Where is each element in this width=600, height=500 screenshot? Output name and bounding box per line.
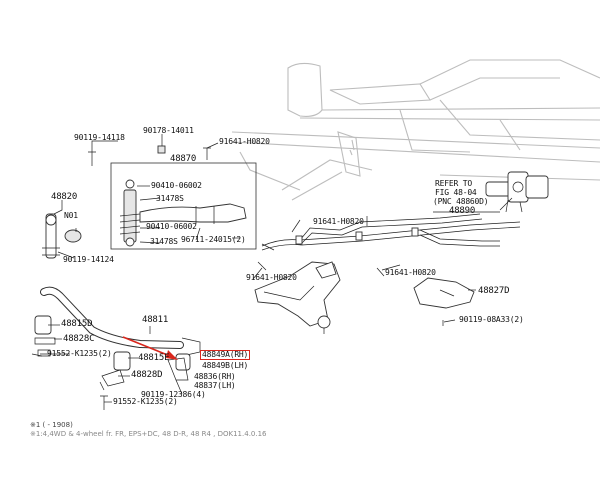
part-label-91641-h0820-c[interactable]: 91641-H0820 — [246, 273, 297, 282]
part-label-48837[interactable]: 48837(LH) — [194, 381, 236, 390]
bolt-icons — [31, 145, 444, 410]
part-label-48815d[interactable]: 48815D — [61, 319, 93, 329]
bushings-center-art — [99, 351, 191, 391]
part-label-48827d[interactable]: 48827D — [478, 286, 510, 296]
highlight-arrow — [122, 336, 178, 360]
footnote-2: ※1:4,4WD & 4-wheel fr. FR, EPS+DC, 48 D-… — [30, 430, 267, 438]
part-label-48828d[interactable]: 48828D — [131, 370, 163, 380]
part-label-48828c[interactable]: 48828C — [63, 334, 95, 344]
part-label-48870[interactable]: 48870 — [170, 154, 197, 164]
part-label-90119-12386[interactable]: 90119-12386(4) — [141, 390, 206, 399]
part-label-90410-06002-b[interactable]: 90410-06002 — [146, 222, 197, 231]
part-label-48815e[interactable]: 48815E — [138, 353, 170, 363]
pipe-lines-art — [261, 213, 521, 251]
part-label-48811[interactable]: 48811 — [142, 315, 169, 325]
part-label-90119-08a33[interactable]: 90119-08A33(2) — [459, 315, 524, 324]
part-label-90119-14118[interactable]: 90119-14118 — [74, 133, 125, 142]
part-label-n01[interactable]: N01 — [64, 211, 78, 220]
part-label-31478s-b[interactable]: 31478S — [150, 237, 178, 246]
part-label-91641-h0820-d[interactable]: 91641-H0820 — [385, 268, 436, 277]
leader-lines — [40, 134, 513, 403]
chassis-frame-art — [231, 59, 600, 201]
part-label-48836[interactable]: 48836(RH) — [194, 372, 236, 381]
part-label-48849a-highlighted[interactable]: 48849A(RH) — [200, 350, 251, 360]
footnote-1: ※1 ( - 1908) — [30, 421, 73, 429]
part-label-90178-14011[interactable]: 90178-14011 — [143, 126, 194, 135]
part-label-48820[interactable]: 48820 — [51, 192, 78, 202]
part-label-90410-06002-a[interactable]: 90410-06002 — [151, 181, 202, 190]
part-label-91641-h0820-b[interactable]: 91641-H0820 — [313, 217, 364, 226]
lower-arm-art — [254, 261, 341, 334]
part-label-31478s-a[interactable]: 31478S — [156, 194, 184, 203]
stabilizer-bar-art — [40, 286, 201, 357]
part-label-91552-k1235-a[interactable]: 91552-K1235(2) — [47, 349, 112, 358]
part-label-48890[interactable]: 48890 — [449, 206, 476, 216]
bushings-left-art — [34, 315, 56, 357]
height-control-valve-art — [485, 171, 549, 213]
stabilizer-link-art — [42, 213, 82, 259]
part-label-91552-k1235-b[interactable]: 91552-K1235(2) — [113, 397, 178, 406]
refer-fig-link[interactable]: FIG 48-04 — [435, 188, 477, 197]
part-label-90119-14124[interactable]: 90119-14124 — [63, 255, 114, 264]
part-label-91641-h0820-a[interactable]: 91641-H0820 — [219, 137, 270, 146]
shock-absorber-art — [119, 179, 247, 247]
part-label-96711-24015[interactable]: 96711-24015(2) — [181, 235, 246, 244]
part-label-48849b[interactable]: 48849B(LH) — [202, 361, 249, 370]
refer-pnc-label: (PNC 48860D) — [433, 197, 489, 206]
refer-to-label: REFER TO — [435, 179, 472, 188]
under-cover-art — [413, 277, 475, 309]
